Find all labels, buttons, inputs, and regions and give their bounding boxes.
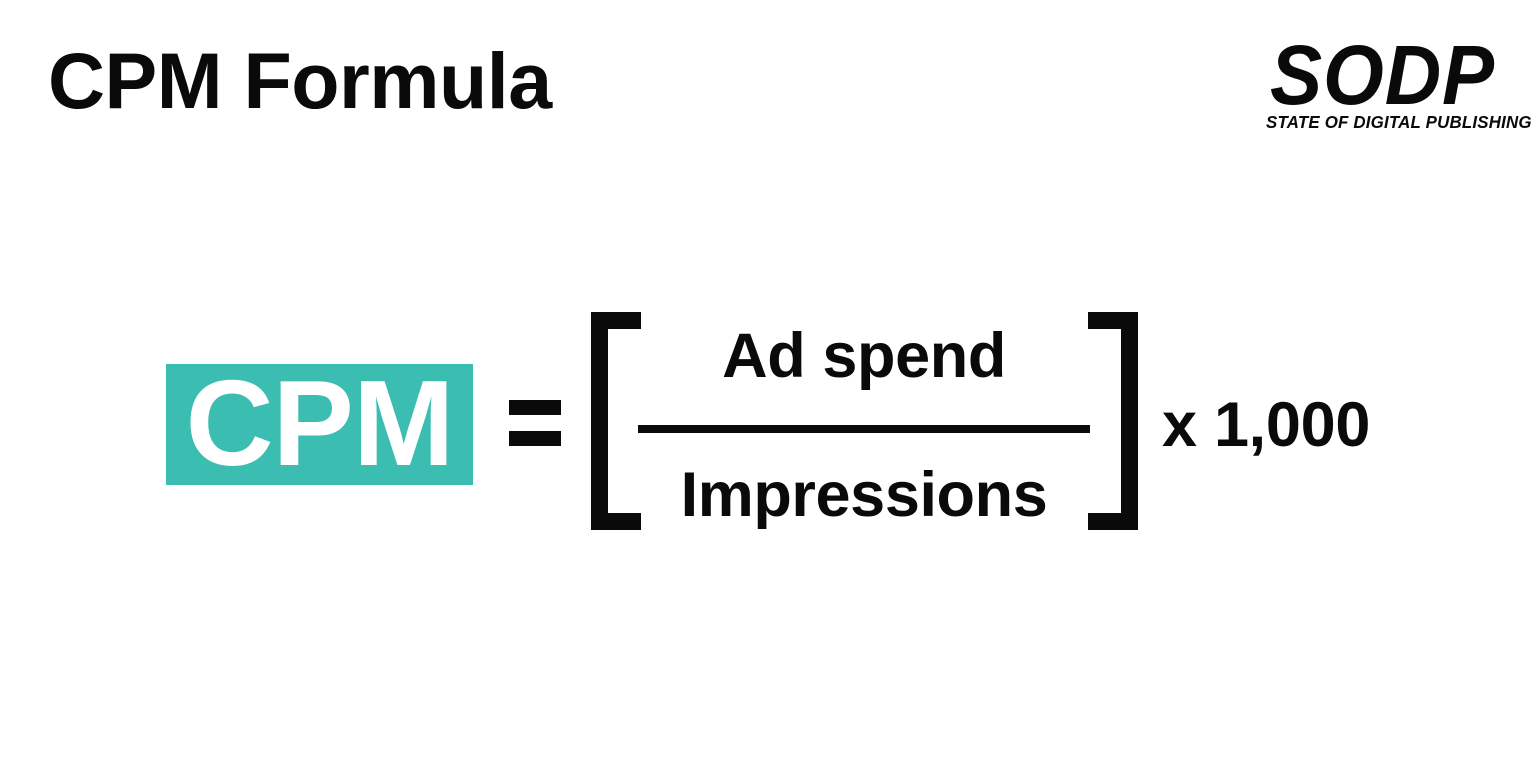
bracket-close-stem [1121, 312, 1138, 530]
multiplier-label: x 1,000 [1162, 390, 1371, 460]
fraction-numerator: Ad spend [722, 321, 1006, 391]
bracket-close-icon [1088, 312, 1138, 530]
cpm-formula: CPM Ad spend Impressions x 1,000 [0, 300, 1536, 545]
equals-bar-top [509, 400, 561, 415]
cpm-result-badge: CPM [166, 355, 473, 491]
brand-tagline: STATE OF DIGITAL PUBLISHING [1265, 111, 1532, 132]
fraction-bar [638, 425, 1090, 433]
bracket-open-icon [591, 312, 641, 530]
fraction: Ad spend Impressions [638, 312, 1090, 530]
bracket-open-stem [591, 312, 608, 530]
bracket-close-arm-bottom [1088, 513, 1138, 530]
brand-logo: SODP STATE OF DIGITAL PUBLISHING [1262, 28, 1532, 132]
equals-bar-bottom [509, 431, 561, 446]
cpm-result-label: CPM [185, 355, 454, 491]
brand-wordmark: SODP [1269, 28, 1496, 122]
page-title: CPM Formula [48, 36, 552, 125]
bracket-open-arm-bottom [591, 513, 641, 530]
fraction-denominator: Impressions [680, 460, 1048, 530]
equals-sign [509, 400, 561, 446]
